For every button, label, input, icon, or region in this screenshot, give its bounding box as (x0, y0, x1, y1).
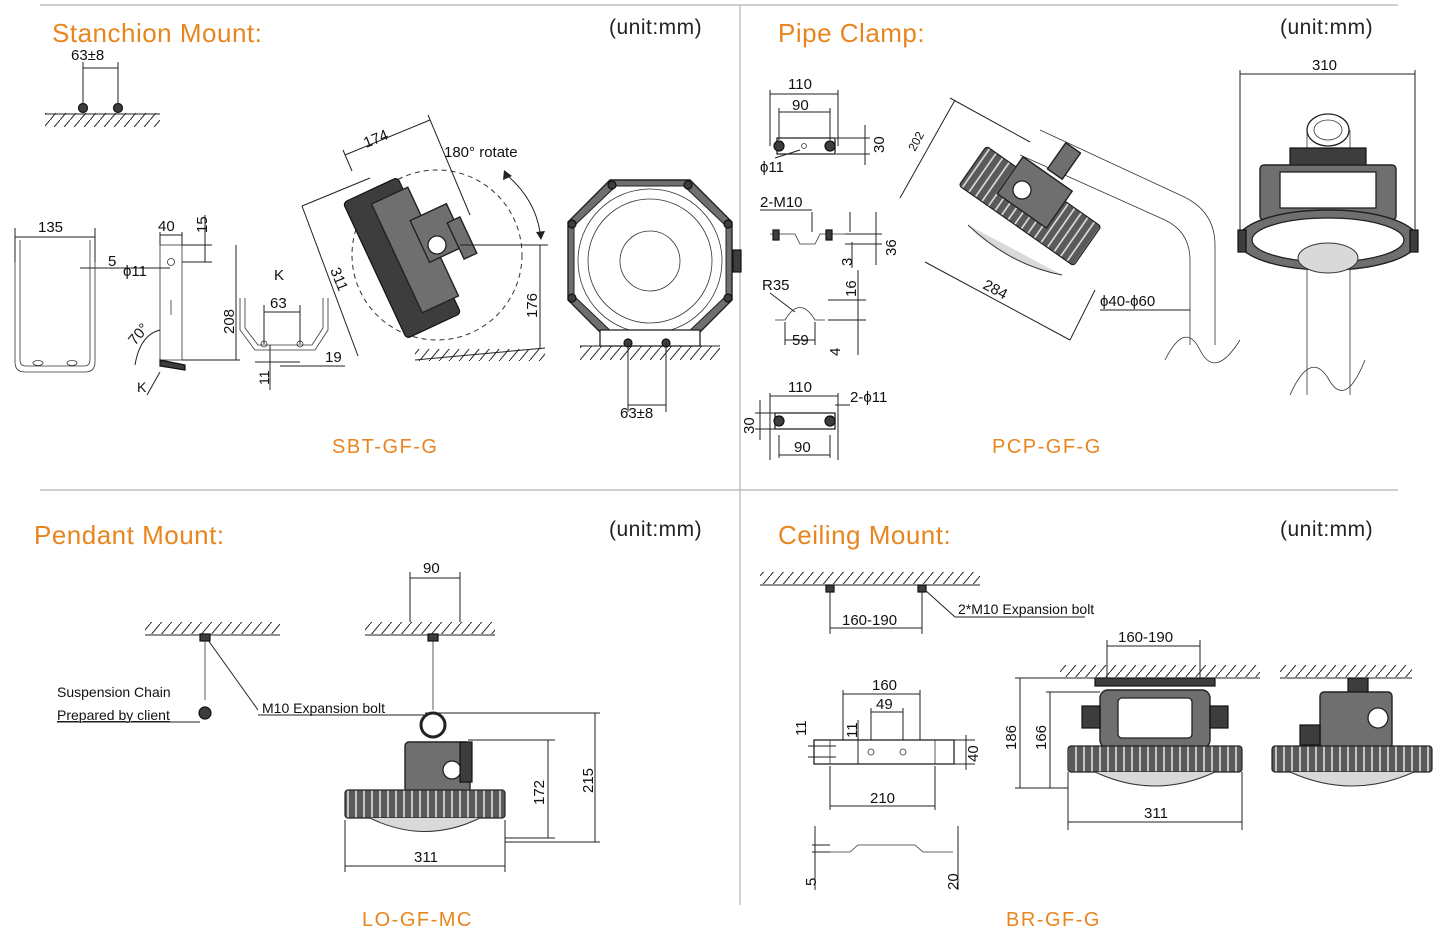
pipe-title: Pipe Clamp: (778, 18, 926, 48)
stanchion-d5: 5 (108, 253, 116, 270)
pipe-holesb: 2-ϕ11 (850, 389, 887, 406)
stanchion-d176: 176 (524, 293, 541, 318)
pipe-h30b: 30 (741, 417, 758, 434)
stanchion-unit: (unit:mm) (609, 16, 703, 39)
pendant-chain-view: Suspension Chain Prepared by client M10 … (57, 622, 425, 723)
ceiling-h40: 40 (965, 745, 982, 762)
ceiling-h11b: 11 (844, 722, 861, 738)
stanchion-d19: 19 (325, 349, 342, 366)
pipe-clamp-flat-plate: 110 2-ϕ11 30 90 (741, 379, 887, 460)
stanchion-model: SBT-GF-G (332, 436, 439, 458)
stanchion-d11: 11 (256, 370, 272, 385)
ceiling-h186: 186 (1003, 725, 1020, 750)
ceiling-spacing-a: 160-190 (842, 612, 897, 629)
stanchion-top-view: 63±8 (45, 47, 160, 127)
pipe-holea: ϕ11 (760, 159, 784, 176)
stanchion-d174: 174 (361, 127, 391, 152)
pipe-clamp-bent-plate: 2-M10 36 3 (760, 194, 900, 268)
pipe-d202: 202 (905, 129, 927, 154)
pipe-unit: (unit:mm) (1280, 16, 1374, 39)
stanchion-bracket-front: 135 5 (14, 219, 130, 373)
pipe-r35: R35 (762, 277, 790, 294)
pendant-w311: 311 (414, 849, 438, 866)
stanchion-d15: 15 (194, 216, 211, 233)
pipe-model: PCP-GF-G (992, 436, 1102, 458)
stanchion-front-luminaire: 63±8 (567, 179, 742, 422)
pipe-w90b: 90 (794, 439, 811, 456)
pendant-chain-label-1: Suspension Chain (57, 684, 171, 700)
stanchion-k-top: K (274, 267, 284, 284)
pendant-title: Pendant Mount: (34, 520, 225, 550)
stanchion-side-luminaire: 174 180° rotate 311 176 (301, 114, 548, 361)
ceiling-spacing-b: 160-190 (1118, 629, 1173, 646)
ceiling-side-luminaire (1271, 665, 1433, 787)
ceiling-h20: 20 (945, 873, 962, 890)
pendant-chain-label-2: Prepared by client (57, 707, 170, 723)
stanchion-k-section: K 63 11 19 (239, 267, 345, 390)
ceiling-h166: 166 (1033, 725, 1050, 750)
ceiling-model: BR-GF-G (1006, 909, 1101, 931)
pendant-luminaire: 90 172 215 311 (344, 560, 600, 872)
ceiling-bolt-label: 2*M10 Expansion bolt (958, 601, 1094, 617)
pipe-h4: 4 (827, 348, 844, 356)
pendant-bolt-label: M10 Expansion bolt (262, 700, 385, 716)
ceiling-title: Ceiling Mount: (778, 520, 952, 550)
pipe-clamp-u-strap: R35 59 16 4 (762, 270, 866, 356)
pipe-w110b: 110 (788, 379, 812, 396)
pipe-d310: 310 (1312, 57, 1337, 74)
stanchion-bottom-spacing: 63±8 (620, 405, 653, 422)
stanchion-top-spacing: 63±8 (71, 47, 104, 64)
stanchion-h208: 208 (221, 309, 238, 334)
ceiling-bracket-profile: 5 20 (803, 826, 962, 890)
pipe-h36: 36 (883, 239, 900, 256)
pipe-clamp-plate-top: 110 90 30 ϕ11 (760, 76, 888, 176)
pipe-w59: 59 (792, 332, 809, 349)
stanchion-k-bottom: K (137, 379, 147, 395)
stanchion-title: Stanchion Mount: (52, 18, 263, 48)
pipe-h3: 3 (839, 258, 856, 266)
ceiling-front-luminaire: 160-190 186 166 311 (1003, 629, 1260, 830)
stanchion-bracket-side: 40 15 ϕ11 208 70° K (120, 215, 240, 396)
pendant-h172: 172 (531, 780, 548, 805)
stanchion-w63: 63 (270, 295, 287, 312)
stanchion-rotate: 180° rotate (444, 144, 518, 161)
ceiling-bracket-plate: 160 49 11 11 40 210 (793, 677, 982, 810)
ceiling-w311: 311 (1144, 805, 1168, 822)
stanchion-d40: 40 (158, 218, 175, 235)
pendant-model: LO-GF-MC (362, 909, 473, 931)
panel-dividers (40, 4, 1398, 905)
pendant-w90: 90 (423, 560, 440, 577)
ceiling-h5: 5 (803, 878, 820, 886)
pipe-h30a: 30 (871, 136, 888, 153)
pipe-h16: 16 (843, 280, 860, 297)
pipe-w90a: 90 (792, 97, 809, 114)
ceiling-unit: (unit:mm) (1280, 518, 1374, 541)
pipe-clamp-side-luminaire: 202 284 ϕ40-ϕ60 (899, 97, 1241, 364)
stanchion-angle70: 70° (125, 320, 153, 348)
stanchion-hole: ϕ11 (123, 263, 147, 280)
pipe-w110a: 110 (788, 76, 812, 93)
pipe-pipe-dia: ϕ40-ϕ60 (1100, 293, 1155, 310)
ceiling-bolt-view: 160-190 2*M10 Expansion bolt (760, 572, 1094, 634)
ceiling-w160: 160 (872, 677, 897, 694)
pipe-m10: 2-M10 (760, 194, 803, 211)
ceiling-w210: 210 (870, 790, 895, 807)
pendant-h215: 215 (580, 768, 597, 793)
stanchion-width-135: 135 (38, 219, 63, 236)
ceiling-w49: 49 (876, 696, 893, 713)
pipe-d284: 284 (980, 277, 1010, 304)
pendant-unit: (unit:mm) (609, 518, 703, 541)
pipe-clamp-front-luminaire: 310 (1237, 57, 1419, 396)
stanchion-d311: 311 (326, 265, 351, 294)
ceiling-h11a: 11 (793, 720, 810, 736)
